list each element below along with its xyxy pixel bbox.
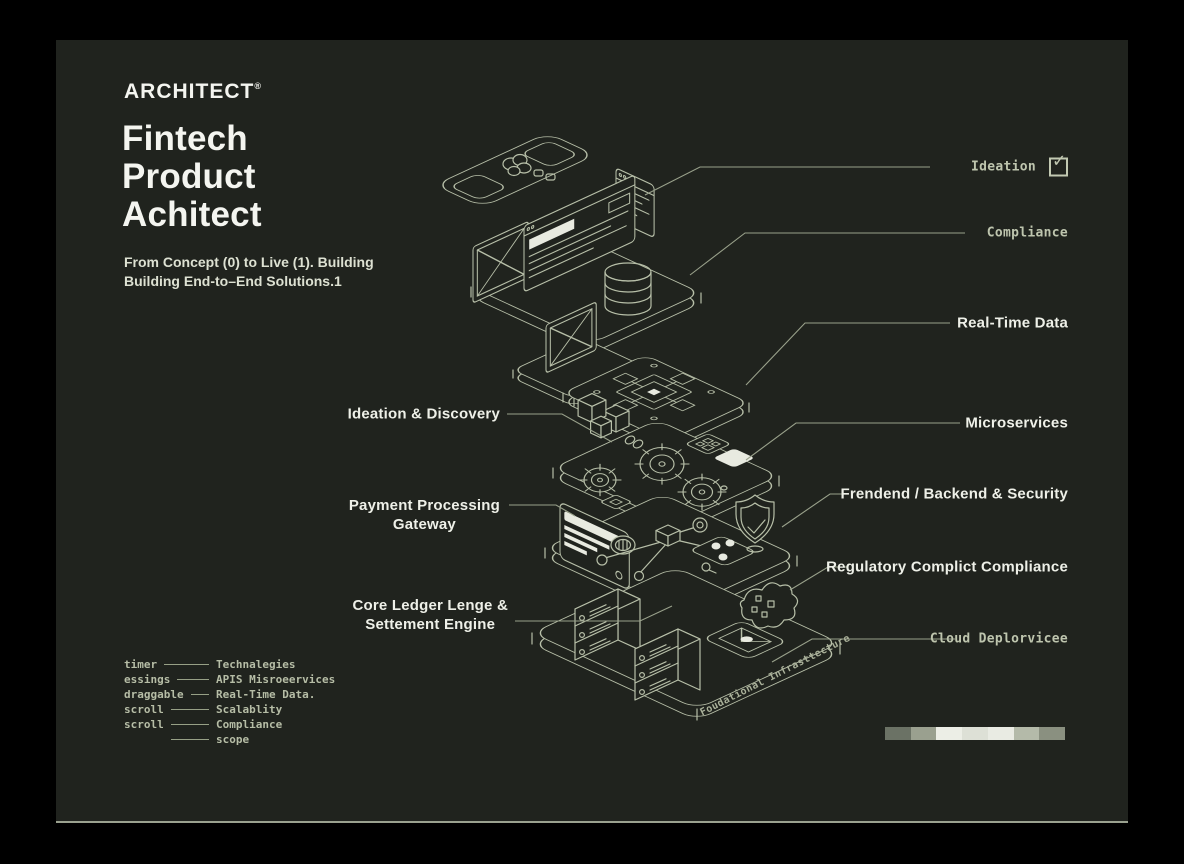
legend-row: timer Technalegies [124, 657, 340, 672]
legend-definition: Real-Time Data. [216, 688, 316, 701]
check-icon: ✓ [1052, 151, 1067, 172]
callout-label: Ideation [970, 159, 1036, 175]
gradient-bar [885, 727, 1066, 740]
leader-microservices [745, 422, 960, 461]
leader-ideation-discovery [507, 413, 613, 443]
coin-icon [610, 535, 636, 555]
leader-realtime-data [745, 322, 950, 386]
callout-realtime-data: Real-Time Data [957, 314, 1068, 332]
gear-icon [634, 443, 690, 485]
callout-frontend-backend-security: Frendend / Backend & Security [840, 485, 1068, 503]
callout-line: Core Ledger Lenge & [352, 597, 508, 614]
small-tile-icon [601, 495, 631, 509]
leader-cloud [771, 638, 955, 663]
ideation-checkbox[interactable]: ✓ [1049, 152, 1068, 177]
legend-term: scroll [124, 703, 164, 716]
legend-connector-line [171, 739, 209, 740]
legend-row: draggable Real-Time Data. [124, 687, 340, 702]
network-icon [596, 517, 717, 582]
callout-ideation-discovery: Ideation & Discovery [347, 405, 500, 423]
leader-payment-gateway [509, 504, 576, 517]
leader-core-ledger [515, 605, 673, 622]
page-title: Fintech Product Achitect [122, 119, 262, 234]
ui-layer [470, 168, 702, 354]
legend-connector-line [190, 694, 209, 695]
legend-definition: Technalegies [216, 658, 296, 671]
legend-row: scroll Compliance [124, 717, 340, 732]
callout-line: Gateway [392, 516, 456, 533]
legend-connector-line [164, 664, 209, 665]
legend-term: scroll [124, 718, 164, 731]
legend-definition: scope [216, 733, 250, 746]
callout-cloud-deployment: Cloud Deplorvicee [929, 631, 1068, 647]
leader-frontend-backend [781, 493, 848, 528]
legend-connector-line [170, 709, 209, 710]
shield-icon [735, 494, 775, 553]
callout-payment-gateway: Payment Processing Gateway [349, 496, 500, 534]
callout-ideation: Ideation ✓ [970, 152, 1068, 177]
brand-logo: ARCHITECT® [124, 80, 262, 103]
white-tile-icon [715, 449, 753, 467]
legend-term: draggable [124, 688, 184, 701]
callout-microservices: Microservices [965, 414, 1068, 432]
link-icon [624, 435, 644, 449]
dots-tile-icon [692, 536, 754, 566]
leader-ideation [644, 166, 930, 196]
circuit-board-layer [562, 357, 750, 451]
server-icon [634, 628, 701, 701]
cloud-icon [502, 153, 556, 181]
legend-connector-line [177, 679, 209, 680]
interaction-legend: timer Technalegies essings APIS Misroeer… [124, 657, 340, 747]
page-subtitle: From Concept (0) to Live (1). Building B… [124, 254, 374, 289]
legend-row: scroll Scalablity [124, 702, 340, 717]
image-placeholder-icon [545, 302, 597, 373]
legend-definition: Scalablity [216, 703, 283, 716]
qr-tile-icon [686, 434, 730, 454]
legend-row: scope [124, 732, 340, 747]
leader-regulatory [789, 566, 848, 591]
callout-regulatory-compliance: Regulatory Complict Compliance [826, 558, 1068, 576]
leader-compliance [689, 232, 965, 276]
infrastructure-layer [531, 570, 841, 721]
legend-definition: Compliance [216, 718, 283, 731]
server-icon [574, 588, 641, 661]
legend-row: essings APIS Misroeervices [124, 672, 340, 687]
gear-icon [578, 463, 622, 497]
qr-blob-icon [739, 582, 799, 629]
exploded-architecture-illustration [442, 136, 965, 721]
database-icon [604, 262, 652, 316]
callout-core-ledger: Core Ledger Lenge & Settement Engine [353, 596, 509, 634]
legend-connector-line [170, 724, 209, 725]
poster: ARCHITECT® Fintech Product Achitect From… [56, 40, 1128, 823]
trademark-symbol: ® [254, 81, 262, 91]
legend-term: essings [124, 673, 171, 686]
blocks-icon [577, 393, 630, 439]
envelope-icon [706, 622, 784, 658]
legend-term: timer [124, 658, 158, 671]
legend-definition: APIS Misroeervices [216, 673, 336, 686]
gear-icon [677, 473, 727, 511]
callout-compliance: Compliance [986, 225, 1068, 241]
credit-card-icon [559, 503, 630, 589]
phone-icon [442, 136, 588, 204]
callout-line: Payment Processing [348, 497, 500, 514]
callout-line: Settement Engine [365, 616, 496, 633]
leader-lines [507, 166, 965, 663]
browser-icon [523, 175, 636, 292]
